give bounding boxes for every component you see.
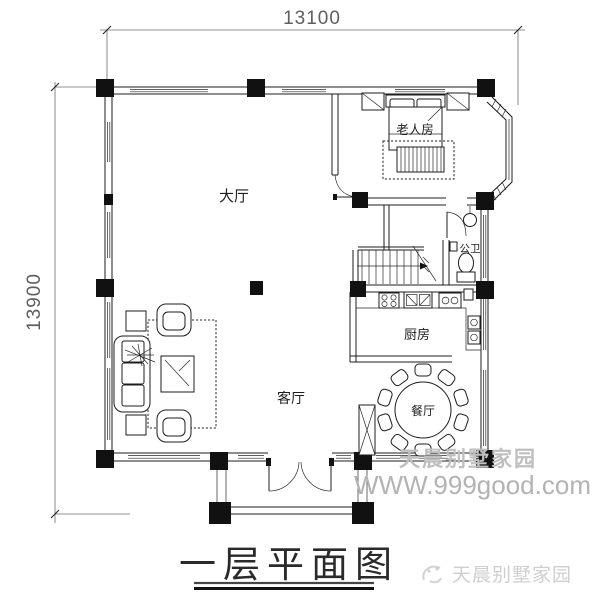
living-sofa-set — [113, 303, 217, 443]
plant-icon — [124, 343, 156, 367]
plan-title-block: 一层平面图 — [179, 545, 399, 590]
round-dining-table — [394, 381, 452, 439]
coffee-table-icon — [160, 355, 195, 393]
left-dimension-label: 13900 — [24, 273, 45, 331]
plan-title: 一层平面图 — [179, 545, 399, 586]
armchair-icon — [156, 409, 192, 443]
smiley-logo-icon — [422, 565, 442, 584]
windows — [104, 89, 487, 459]
kitchen-sink-unit-icon — [467, 315, 481, 345]
dimension-top: 13100 — [100, 8, 525, 105]
bay-window — [486, 96, 513, 203]
room-label-grand-hall: 大厅 — [219, 188, 249, 205]
side-table — [125, 414, 147, 436]
stove-icon — [378, 292, 400, 309]
dimension-left: 13900 — [24, 82, 130, 523]
interior-walls — [331, 94, 481, 363]
bathroom-door — [446, 211, 467, 238]
footer-logo: 天晨别墅家园 — [422, 564, 572, 586]
elder-room-bed — [361, 92, 470, 180]
armchair-icon — [156, 303, 192, 337]
cooktop-icon — [438, 292, 462, 309]
room-label-elder-room: 老人房 — [396, 122, 434, 137]
entrance-double-door — [266, 458, 334, 492]
room-label-dining: 餐厅 — [411, 403, 435, 418]
staircase — [357, 245, 437, 284]
bed-foot-rug — [382, 140, 455, 180]
divider-screen — [358, 404, 376, 456]
kitchen-counter — [356, 288, 481, 351]
sink-icon — [463, 213, 477, 227]
small-basin-icon — [449, 241, 458, 252]
bathroom-fixtures — [449, 206, 477, 283]
watermark-website: WWW.999good.com — [354, 470, 591, 500]
stair-direction-arrow — [420, 262, 428, 270]
toilet-icon — [456, 252, 476, 283]
double-sink-icon — [403, 291, 433, 309]
room-label-living: 客厅 — [277, 390, 305, 407]
exterior-walls — [104, 86, 489, 462]
room-label-public-bath: 公卫 — [460, 243, 481, 255]
dining-table-set — [377, 363, 469, 457]
top-dimension-label: 13100 — [283, 8, 341, 29]
columns — [96, 79, 495, 470]
footer-brand-label: 天晨别墅家园 — [452, 564, 572, 586]
side-table — [125, 310, 147, 332]
sofa-icon — [113, 335, 151, 413]
room-label-kitchen: 厨房 — [404, 327, 430, 342]
porch — [209, 470, 374, 524]
watermark-brand-center: 天晨别墅家园 — [399, 447, 537, 471]
